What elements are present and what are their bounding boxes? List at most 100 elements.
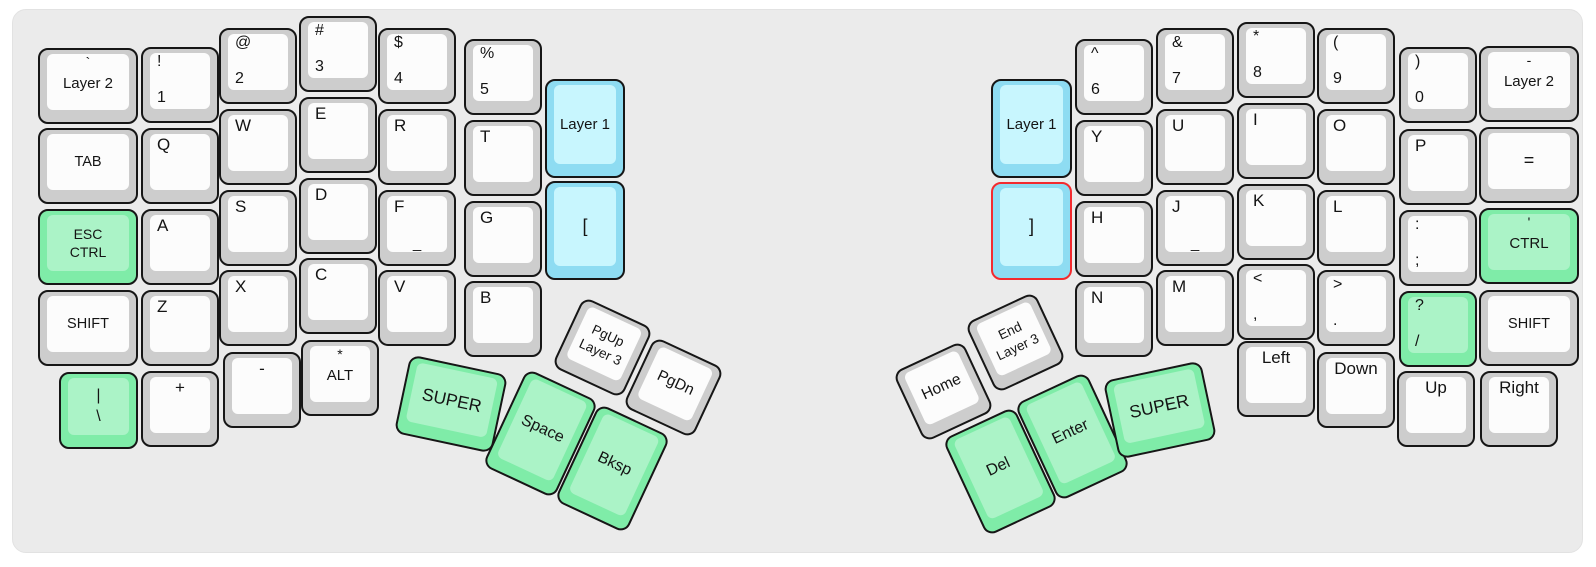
key-label: / [1415,333,1420,350]
key-j[interactable]: J_ [1156,190,1234,266]
key-y[interactable]: Y [1075,120,1153,196]
key-1[interactable]: !1 [141,47,219,123]
key-o[interactable]: O [1317,109,1395,185]
key-p[interactable]: P [1399,129,1477,205]
key-label: - [259,359,265,378]
key-label: ) [1415,53,1421,70]
key-lbracket[interactable]: [ [545,181,625,280]
key-6[interactable]: ^6 [1075,39,1153,115]
key-m[interactable]: M [1156,270,1234,346]
key-arrow-down[interactable]: Down [1317,352,1395,428]
key-face: Z [150,296,210,352]
key-t[interactable]: T [464,120,542,196]
key-label: ( [1333,34,1339,51]
key-layer1-left[interactable]: Layer 1 [545,79,625,178]
key-a[interactable]: A [141,209,219,285]
key-label: * [337,346,343,362]
key-c[interactable]: C [299,258,377,334]
key-n[interactable]: N [1075,281,1153,357]
key-8[interactable]: *8 [1237,22,1315,98]
key-z[interactable]: Z [141,290,219,366]
key-label: C [315,265,328,284]
key-label: R [394,116,407,135]
key-face: ] [1000,188,1063,266]
key-label: # [315,22,324,39]
key-shift-left[interactable]: SHIFT [38,290,138,366]
key-quote-ctrl[interactable]: 'CTRL [1479,208,1579,284]
key-face: K [1246,190,1306,246]
key-pipe-backslash[interactable]: |\ [59,372,138,449]
key-7[interactable]: &7 [1156,28,1234,104]
key-u[interactable]: U [1156,109,1234,185]
key-face: Left [1246,347,1306,403]
key-slash[interactable]: ?/ [1399,291,1477,367]
key-rbracket[interactable]: ] [991,182,1072,280]
key-r[interactable]: R [378,109,456,185]
key-i[interactable]: I [1237,103,1315,179]
key-l[interactable]: L [1317,190,1395,266]
key-minus[interactable]: - [223,352,301,428]
key-period[interactable]: >. [1317,270,1395,346]
key-grave-layer2[interactable]: `Layer 2 [38,48,138,124]
key-face: W [228,115,288,171]
key-face: V [387,276,447,332]
key-label: Left [1261,348,1291,367]
key-label: G [480,208,494,227]
key-label: Home [919,370,964,404]
key-0[interactable]: )0 [1399,47,1477,123]
key-f[interactable]: F_ [378,190,456,266]
key-w[interactable]: W [219,109,297,185]
key-x[interactable]: X [219,270,297,346]
key-label: ` [85,54,91,70]
key-s[interactable]: S [219,190,297,266]
key-b[interactable]: B [464,281,542,357]
key-equals[interactable]: = [1479,127,1579,203]
key-face: C [308,264,368,320]
key-label: 3 [315,58,324,75]
key-d[interactable]: D [299,178,377,254]
key-e[interactable]: E [299,97,377,173]
key-face: J_ [1165,196,1225,252]
key-shift-right[interactable]: SHIFT [1479,290,1579,366]
key-semicolon[interactable]: :; [1399,210,1477,286]
key-label: ALT [326,367,354,384]
key-9[interactable]: (9 [1317,28,1395,104]
key-face: I [1246,109,1306,165]
key-2[interactable]: @2 [219,28,297,104]
key-label: 0 [1415,89,1424,106]
key-4[interactable]: $4 [378,28,456,104]
key-plus[interactable]: + [141,371,219,447]
key-face: (9 [1326,34,1386,90]
key-label: 8 [1253,64,1262,81]
key-face: D [308,184,368,240]
key-arrow-left[interactable]: Left [1237,341,1315,417]
key-h[interactable]: H [1075,201,1153,277]
key-dash-layer2[interactable]: -Layer 2 [1479,46,1579,122]
key-q[interactable]: Q [141,128,219,204]
key-label: SUPER [1127,389,1191,422]
key-label: \ [96,407,101,425]
key-face: ^6 [1084,45,1144,101]
key-label: H [1091,208,1104,227]
key-5[interactable]: %5 [464,39,542,115]
key-comma[interactable]: <, [1237,264,1315,340]
key-label: $ [394,34,403,51]
key-label: S [235,197,247,216]
key-3[interactable]: #3 [299,16,377,92]
key-label: X [235,277,247,296]
key-arrow-right[interactable]: Right [1480,371,1558,447]
key-face: Y [1084,126,1144,182]
key-label: 4 [394,70,403,87]
key-label: N [1091,288,1104,307]
key-arrow-up[interactable]: Up [1397,371,1475,447]
key-tab[interactable]: TAB [38,128,138,204]
key-g[interactable]: G [464,201,542,277]
key-v[interactable]: V [378,270,456,346]
key-label: W [235,116,252,135]
key-layer1-right[interactable]: Layer 1 [991,79,1072,178]
key-label: % [480,45,495,62]
key-k[interactable]: K [1237,184,1315,260]
key-star-alt[interactable]: * ALT [301,340,379,416]
